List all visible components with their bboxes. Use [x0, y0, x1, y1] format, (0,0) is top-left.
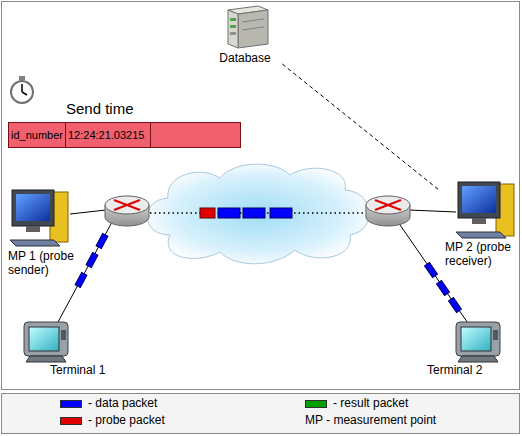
legend-text: - result packet [333, 396, 408, 410]
record-heading: Send time [66, 100, 134, 118]
computer-icon [10, 190, 68, 246]
record-field: 12:24:21.03215 [66, 123, 151, 147]
terminal-icon [24, 322, 68, 362]
node-label: MP 2 (probe receiver) [445, 240, 517, 268]
probe-packet [200, 208, 215, 218]
legend-swatch [305, 400, 327, 408]
legend-text: MP - measurement point [305, 413, 436, 427]
terminal-node: Terminal 1 [16, 315, 116, 381]
measurement-point-node: MP 1 (probe sender) [4, 183, 86, 273]
legend-swatch [60, 400, 82, 408]
network-cloud [147, 164, 369, 264]
wire [398, 222, 470, 326]
database-node: Database [205, 4, 285, 64]
main-frame [2, 2, 520, 390]
node-label: Database [205, 51, 285, 65]
record-field: id_number [9, 123, 66, 147]
send-time-record: Send timeid_number12:24:21.03215 [8, 100, 241, 148]
computer-icon [456, 182, 514, 238]
legend-swatch [60, 417, 82, 425]
node-label: MP 1 (probe sender) [8, 249, 82, 277]
data-packet [437, 281, 450, 296]
data-packet [218, 208, 240, 218]
record-bar: id_number12:24:21.03215 [8, 122, 241, 148]
data-packet [86, 252, 98, 267]
data-packet [425, 263, 438, 278]
legend-text: - data packet [88, 396, 157, 410]
router-icon [105, 196, 149, 226]
data-packet [75, 272, 87, 287]
data-packet [243, 208, 265, 218]
terminal-icon [456, 322, 500, 362]
legend-frame [2, 394, 520, 434]
data-packet [270, 208, 292, 218]
dashed-connector [282, 64, 440, 191]
database-server-icon [228, 6, 268, 48]
measurement-point-node: MP 2 (probe receiver) [440, 176, 520, 270]
wire [409, 210, 456, 212]
data-packet [96, 233, 108, 248]
legend-text: - probe packet [88, 413, 165, 427]
data-packet [449, 298, 462, 313]
terminal-node: Terminal 2 [424, 315, 520, 381]
stopwatch-icon [11, 76, 33, 103]
node-label: Terminal 1 [50, 363, 116, 377]
wire [70, 210, 106, 214]
router-icon [366, 196, 410, 226]
node-label: Terminal 2 [427, 363, 507, 377]
